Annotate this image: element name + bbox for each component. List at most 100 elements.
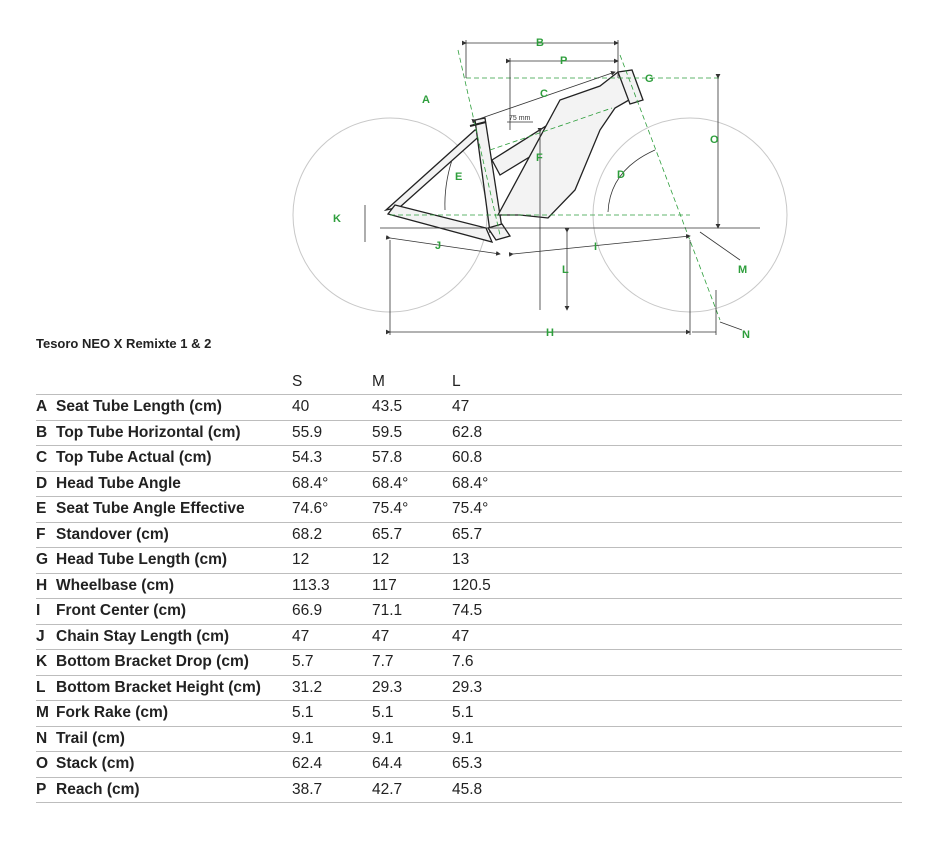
value-l: 5.1 <box>452 700 532 727</box>
value-m: 5.1 <box>372 700 452 727</box>
value-m: 43.5 <box>372 394 452 421</box>
value-l: 65.3 <box>452 751 532 778</box>
row-label: Bottom Bracket Height (cm) <box>56 675 292 701</box>
row-label: Head Tube Length (cm) <box>56 547 292 574</box>
row-label: Trail (cm) <box>56 726 292 752</box>
label-K: K <box>333 213 341 225</box>
value-s: 5.1 <box>292 700 372 727</box>
label-L: L <box>562 264 569 276</box>
value-m: 64.4 <box>372 751 452 778</box>
row-label: Seat Tube Angle Effective <box>56 496 292 523</box>
row-letter: G <box>36 547 56 574</box>
row-letter: H <box>36 573 56 599</box>
row-letter: N <box>36 726 56 752</box>
value-s: 62.4 <box>292 751 372 778</box>
row-letter: I <box>36 598 56 625</box>
value-m: 12 <box>372 547 452 574</box>
value-l: 68.4° <box>452 471 532 497</box>
value-m: 65.7 <box>372 522 452 548</box>
label-I: I <box>594 241 597 253</box>
value-l: 13 <box>452 547 532 574</box>
row-label: Standover (cm) <box>56 522 292 548</box>
value-m: 71.1 <box>372 598 452 625</box>
label-E: E <box>455 171 462 183</box>
dimension-note: 75 mm <box>509 115 531 122</box>
value-m: 29.3 <box>372 675 452 701</box>
size-header-row: S M L <box>36 370 902 395</box>
value-l: 9.1 <box>452 726 532 752</box>
row-letter: L <box>36 675 56 701</box>
value-m: 68.4° <box>372 471 452 497</box>
row-label: Top Tube Horizontal (cm) <box>56 420 292 446</box>
size-header-l: L <box>452 370 532 395</box>
row-label: Wheelbase (cm) <box>56 573 292 599</box>
value-m: 59.5 <box>372 420 452 446</box>
row-label: Stack (cm) <box>56 751 292 778</box>
label-P: P <box>560 55 567 67</box>
label-F: F <box>536 152 543 164</box>
row-label: Seat Tube Length (cm) <box>56 394 292 421</box>
row-letter: B <box>36 420 56 446</box>
size-header-s: S <box>292 370 372 395</box>
value-s: 55.9 <box>292 420 372 446</box>
label-D: D <box>617 169 625 181</box>
value-s: 47 <box>292 624 372 650</box>
label-C: C <box>540 88 548 100</box>
value-s: 5.7 <box>292 649 372 676</box>
row-letter: A <box>36 394 56 421</box>
row-label: Chain Stay Length (cm) <box>56 624 292 650</box>
label-N: N <box>742 329 750 341</box>
row-letter: O <box>36 751 56 778</box>
value-s: 66.9 <box>292 598 372 625</box>
row-label: Reach (cm) <box>56 777 292 803</box>
value-l: 45.8 <box>452 777 532 803</box>
value-l: 60.8 <box>452 445 532 472</box>
value-s: 68.2 <box>292 522 372 548</box>
value-s: 40 <box>292 394 372 421</box>
row-label: Bottom Bracket Drop (cm) <box>56 649 292 676</box>
value-m: 75.4° <box>372 496 452 523</box>
row-label: Top Tube Actual (cm) <box>56 445 292 472</box>
value-s: 38.7 <box>292 777 372 803</box>
value-s: 113.3 <box>292 573 372 599</box>
row-letter: K <box>36 649 56 676</box>
row-letter: C <box>36 445 56 472</box>
label-H: H <box>546 327 554 339</box>
value-m: 47 <box>372 624 452 650</box>
value-m: 42.7 <box>372 777 452 803</box>
value-l: 47 <box>452 394 532 421</box>
row-label: Front Center (cm) <box>56 598 292 625</box>
value-s: 31.2 <box>292 675 372 701</box>
size-header-m: M <box>372 370 452 395</box>
bike-geometry-diagram: B P C G A O F D E K J I L M H N 75 mm <box>292 37 788 341</box>
value-l: 7.6 <box>452 649 532 676</box>
value-s: 68.4° <box>292 471 372 497</box>
value-l: 29.3 <box>452 675 532 701</box>
value-l: 62.8 <box>452 420 532 446</box>
value-l: 74.5 <box>452 598 532 625</box>
model-title: Tesoro NEO X Remixte 1 & 2 <box>36 336 212 351</box>
value-l: 65.7 <box>452 522 532 548</box>
label-G: G <box>645 73 654 85</box>
row-label: Head Tube Angle <box>56 471 292 497</box>
value-s: 54.3 <box>292 445 372 472</box>
value-s: 12 <box>292 547 372 574</box>
value-m: 9.1 <box>372 726 452 752</box>
